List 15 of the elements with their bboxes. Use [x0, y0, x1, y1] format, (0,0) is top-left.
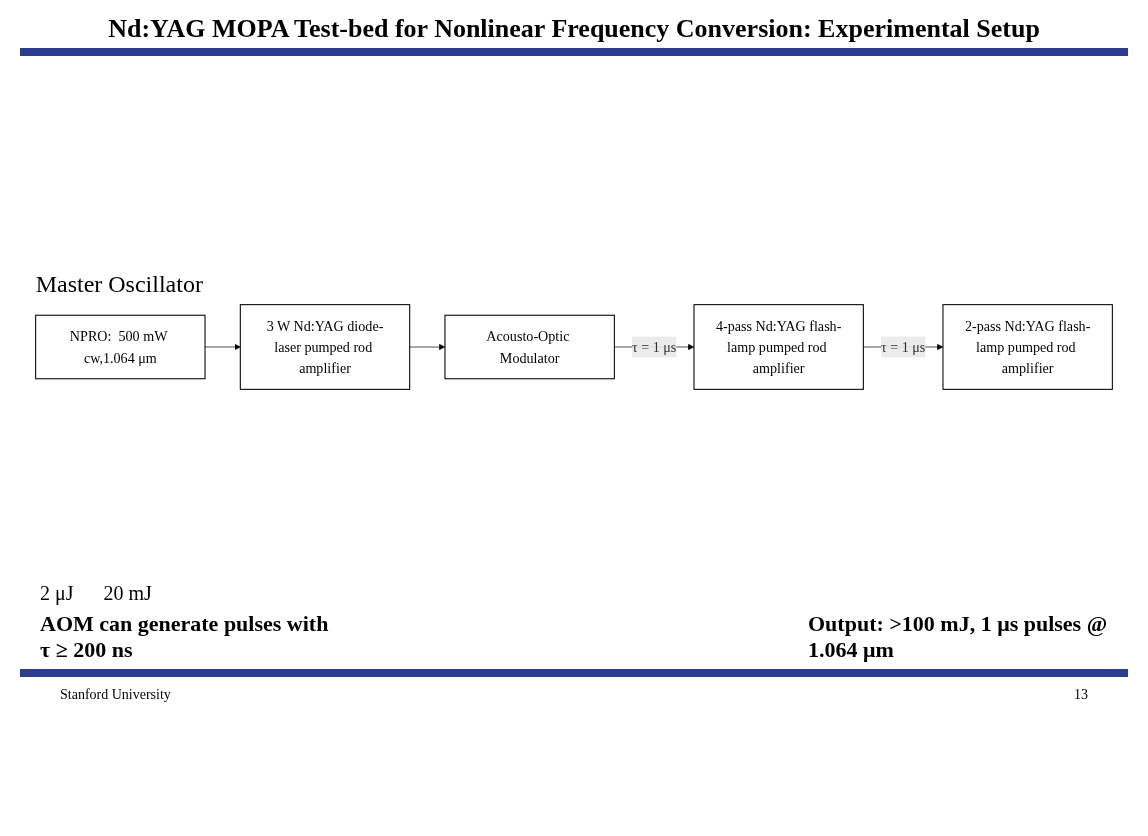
footer-text: Stanford University [60, 687, 171, 703]
energy-label: 2 μJ [40, 582, 74, 605]
node-box: 2-pass Nd:YAG flash-lamp pumped rod amplifier [942, 304, 1113, 390]
note-text: AOM can generate pulses with τ ≥ 200 ns [40, 611, 330, 663]
note-text: Output: >100 mJ, 1 μs pulses @ 1.064 μm [808, 611, 1108, 663]
slide-title: Nd:YAG MOPA Test-bed for Nonlinear Frequency Conversion: Experimental Setup [107, 14, 1041, 44]
page-number: 13 [1074, 687, 1088, 703]
node-box: Acousto-Optic Modulator [444, 314, 615, 380]
beside-text: Master Oscillator [35, 271, 203, 299]
node-box: 4-pass Nd:YAG flash-lamp pumped rod amplifier [693, 304, 864, 390]
node-box: 3 W Nd:YAG diode-laser pumped rod amplifier [239, 304, 411, 390]
edge-label: τ = 1 μs [631, 339, 677, 355]
edge-label: τ = 1 μs [880, 339, 926, 355]
energy-label: 20 mJ [103, 582, 152, 605]
node-box: NPRO: 500 mW cw,1.064 μm [35, 314, 206, 380]
